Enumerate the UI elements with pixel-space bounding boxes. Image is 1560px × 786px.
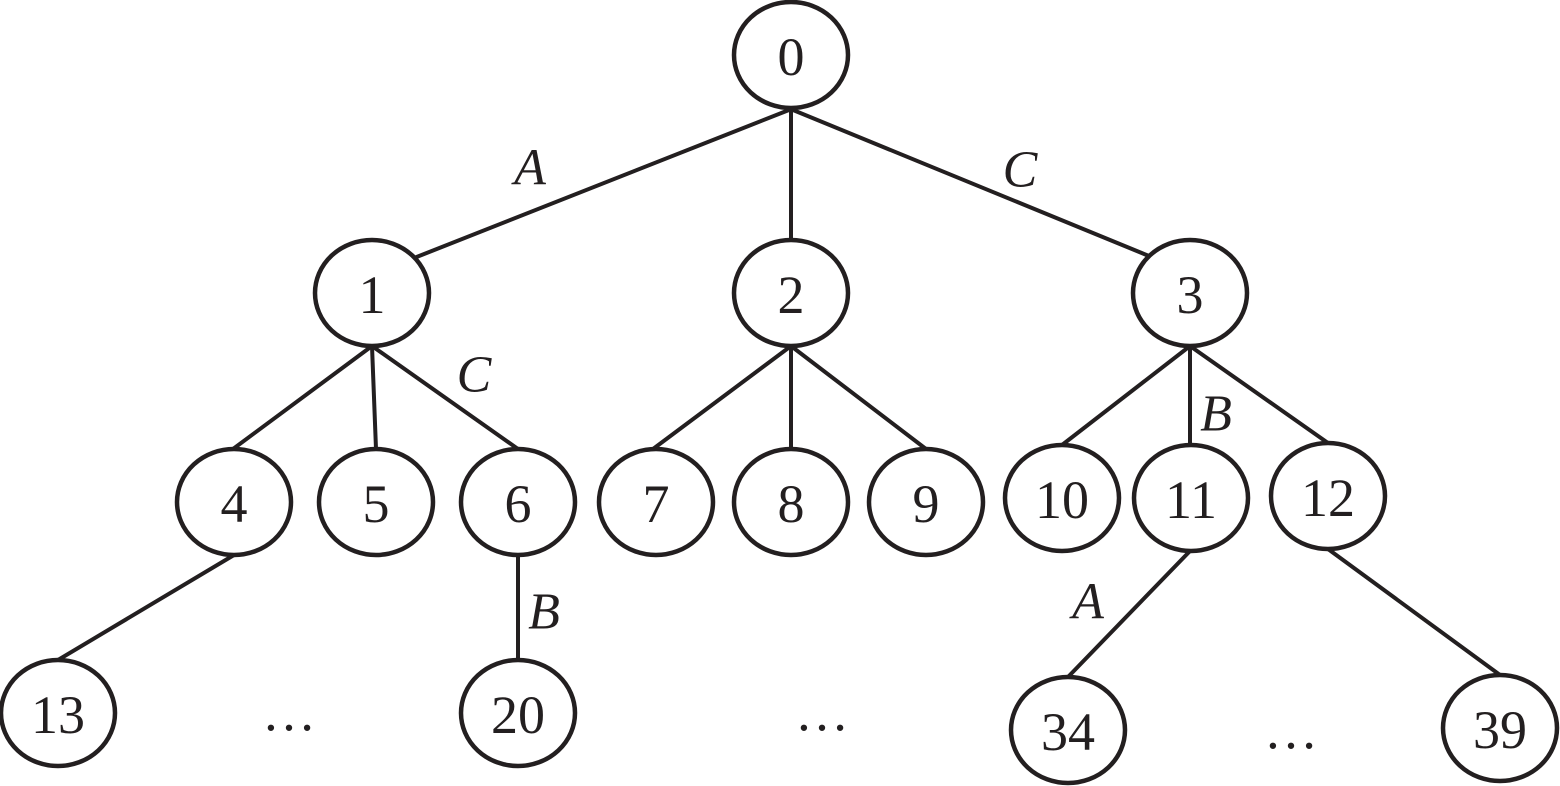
edge-label-0-to-3: C — [1003, 142, 1039, 199]
edge-label-11-to-34: A — [1069, 574, 1104, 631]
edge-0-to-1 — [412, 108, 791, 260]
edge-3-to-12 — [1188, 344, 1330, 445]
tree-node-9: 9 — [866, 446, 986, 558]
node-label: 12 — [1301, 468, 1355, 528]
node-ellipse — [458, 446, 578, 558]
edge-1-to-5 — [370, 344, 378, 451]
edge-labels-layer: A C C B B A — [457, 140, 1232, 641]
edge-1-to-6 — [370, 344, 520, 451]
edges-layer — [56, 108, 1502, 679]
node-ellipse — [1002, 442, 1122, 554]
node-label: 4 — [221, 474, 248, 534]
tree-node-13: 13 — [0, 657, 118, 769]
tree-node-2: 2 — [731, 237, 851, 349]
tree-node-1: 1 — [312, 237, 432, 349]
node-label: 10 — [1035, 470, 1089, 530]
node-label: 5 — [363, 474, 390, 534]
tree-node-11: 11 — [1131, 442, 1251, 554]
node-label: 11 — [1165, 470, 1217, 530]
tree-node-3: 3 — [1130, 237, 1250, 349]
ellipsis-layer: … … … — [262, 682, 1320, 760]
node-label: 9 — [913, 474, 940, 534]
node-ellipse — [174, 446, 294, 558]
node-ellipse — [1131, 442, 1251, 554]
node-ellipse — [1008, 674, 1128, 786]
edge-2-to-9 — [789, 344, 928, 451]
omitted-nodes-ellipsis: … — [1264, 700, 1320, 760]
node-label: 20 — [491, 685, 545, 745]
edge-4-to-13 — [56, 553, 236, 662]
node-label: 2 — [778, 265, 805, 325]
node-ellipse — [596, 446, 716, 558]
edge-11-to-34 — [1066, 549, 1192, 679]
edge-3-to-10 — [1060, 344, 1192, 447]
node-ellipse — [731, 237, 851, 349]
node-label: 1 — [359, 265, 386, 325]
tree-node-4: 4 — [174, 446, 294, 558]
node-ellipse — [0, 657, 118, 769]
tree-node-39: 39 — [1440, 672, 1560, 784]
edge-label-0-to-1: A — [511, 140, 546, 197]
node-ellipse — [458, 657, 578, 769]
node-ellipse — [1268, 440, 1388, 552]
node-ellipse — [1440, 672, 1560, 784]
tree-node-7: 7 — [596, 446, 716, 558]
edge-0-to-3 — [791, 108, 1151, 258]
node-label: 0 — [778, 27, 805, 87]
node-label: 8 — [778, 474, 805, 534]
tree-node-6: 6 — [458, 446, 578, 558]
node-label: 13 — [31, 685, 85, 745]
tree-node-10: 10 — [1002, 442, 1122, 554]
tree-node-5: 5 — [316, 446, 436, 558]
node-ellipse — [731, 0, 851, 111]
edge-label-1-to-6: C — [457, 347, 493, 404]
tree-node-0: 0 — [731, 0, 851, 111]
edge-12-to-39 — [1326, 547, 1502, 677]
omitted-nodes-ellipsis: … — [795, 682, 851, 742]
tree-node-20: 20 — [458, 657, 578, 769]
node-ellipse — [866, 446, 986, 558]
node-ellipse — [1130, 237, 1250, 349]
node-label: 39 — [1473, 700, 1527, 760]
node-label: 6 — [505, 474, 532, 534]
node-ellipse — [316, 446, 436, 558]
node-ellipse — [312, 237, 432, 349]
node-ellipse — [731, 446, 851, 558]
edge-1-to-4 — [231, 344, 374, 451]
edge-label-3-to-11: B — [1200, 386, 1232, 443]
node-label: 3 — [1177, 265, 1204, 325]
edge-2-to-7 — [651, 344, 793, 451]
node-label: 7 — [643, 474, 670, 534]
tree-node-34: 34 — [1008, 674, 1128, 786]
omitted-nodes-ellipsis: … — [262, 682, 318, 742]
tree-node-12: 12 — [1268, 440, 1388, 552]
node-label: 34 — [1041, 702, 1095, 762]
edge-label-6-to-20: B — [528, 584, 560, 641]
tree-node-8: 8 — [731, 446, 851, 558]
